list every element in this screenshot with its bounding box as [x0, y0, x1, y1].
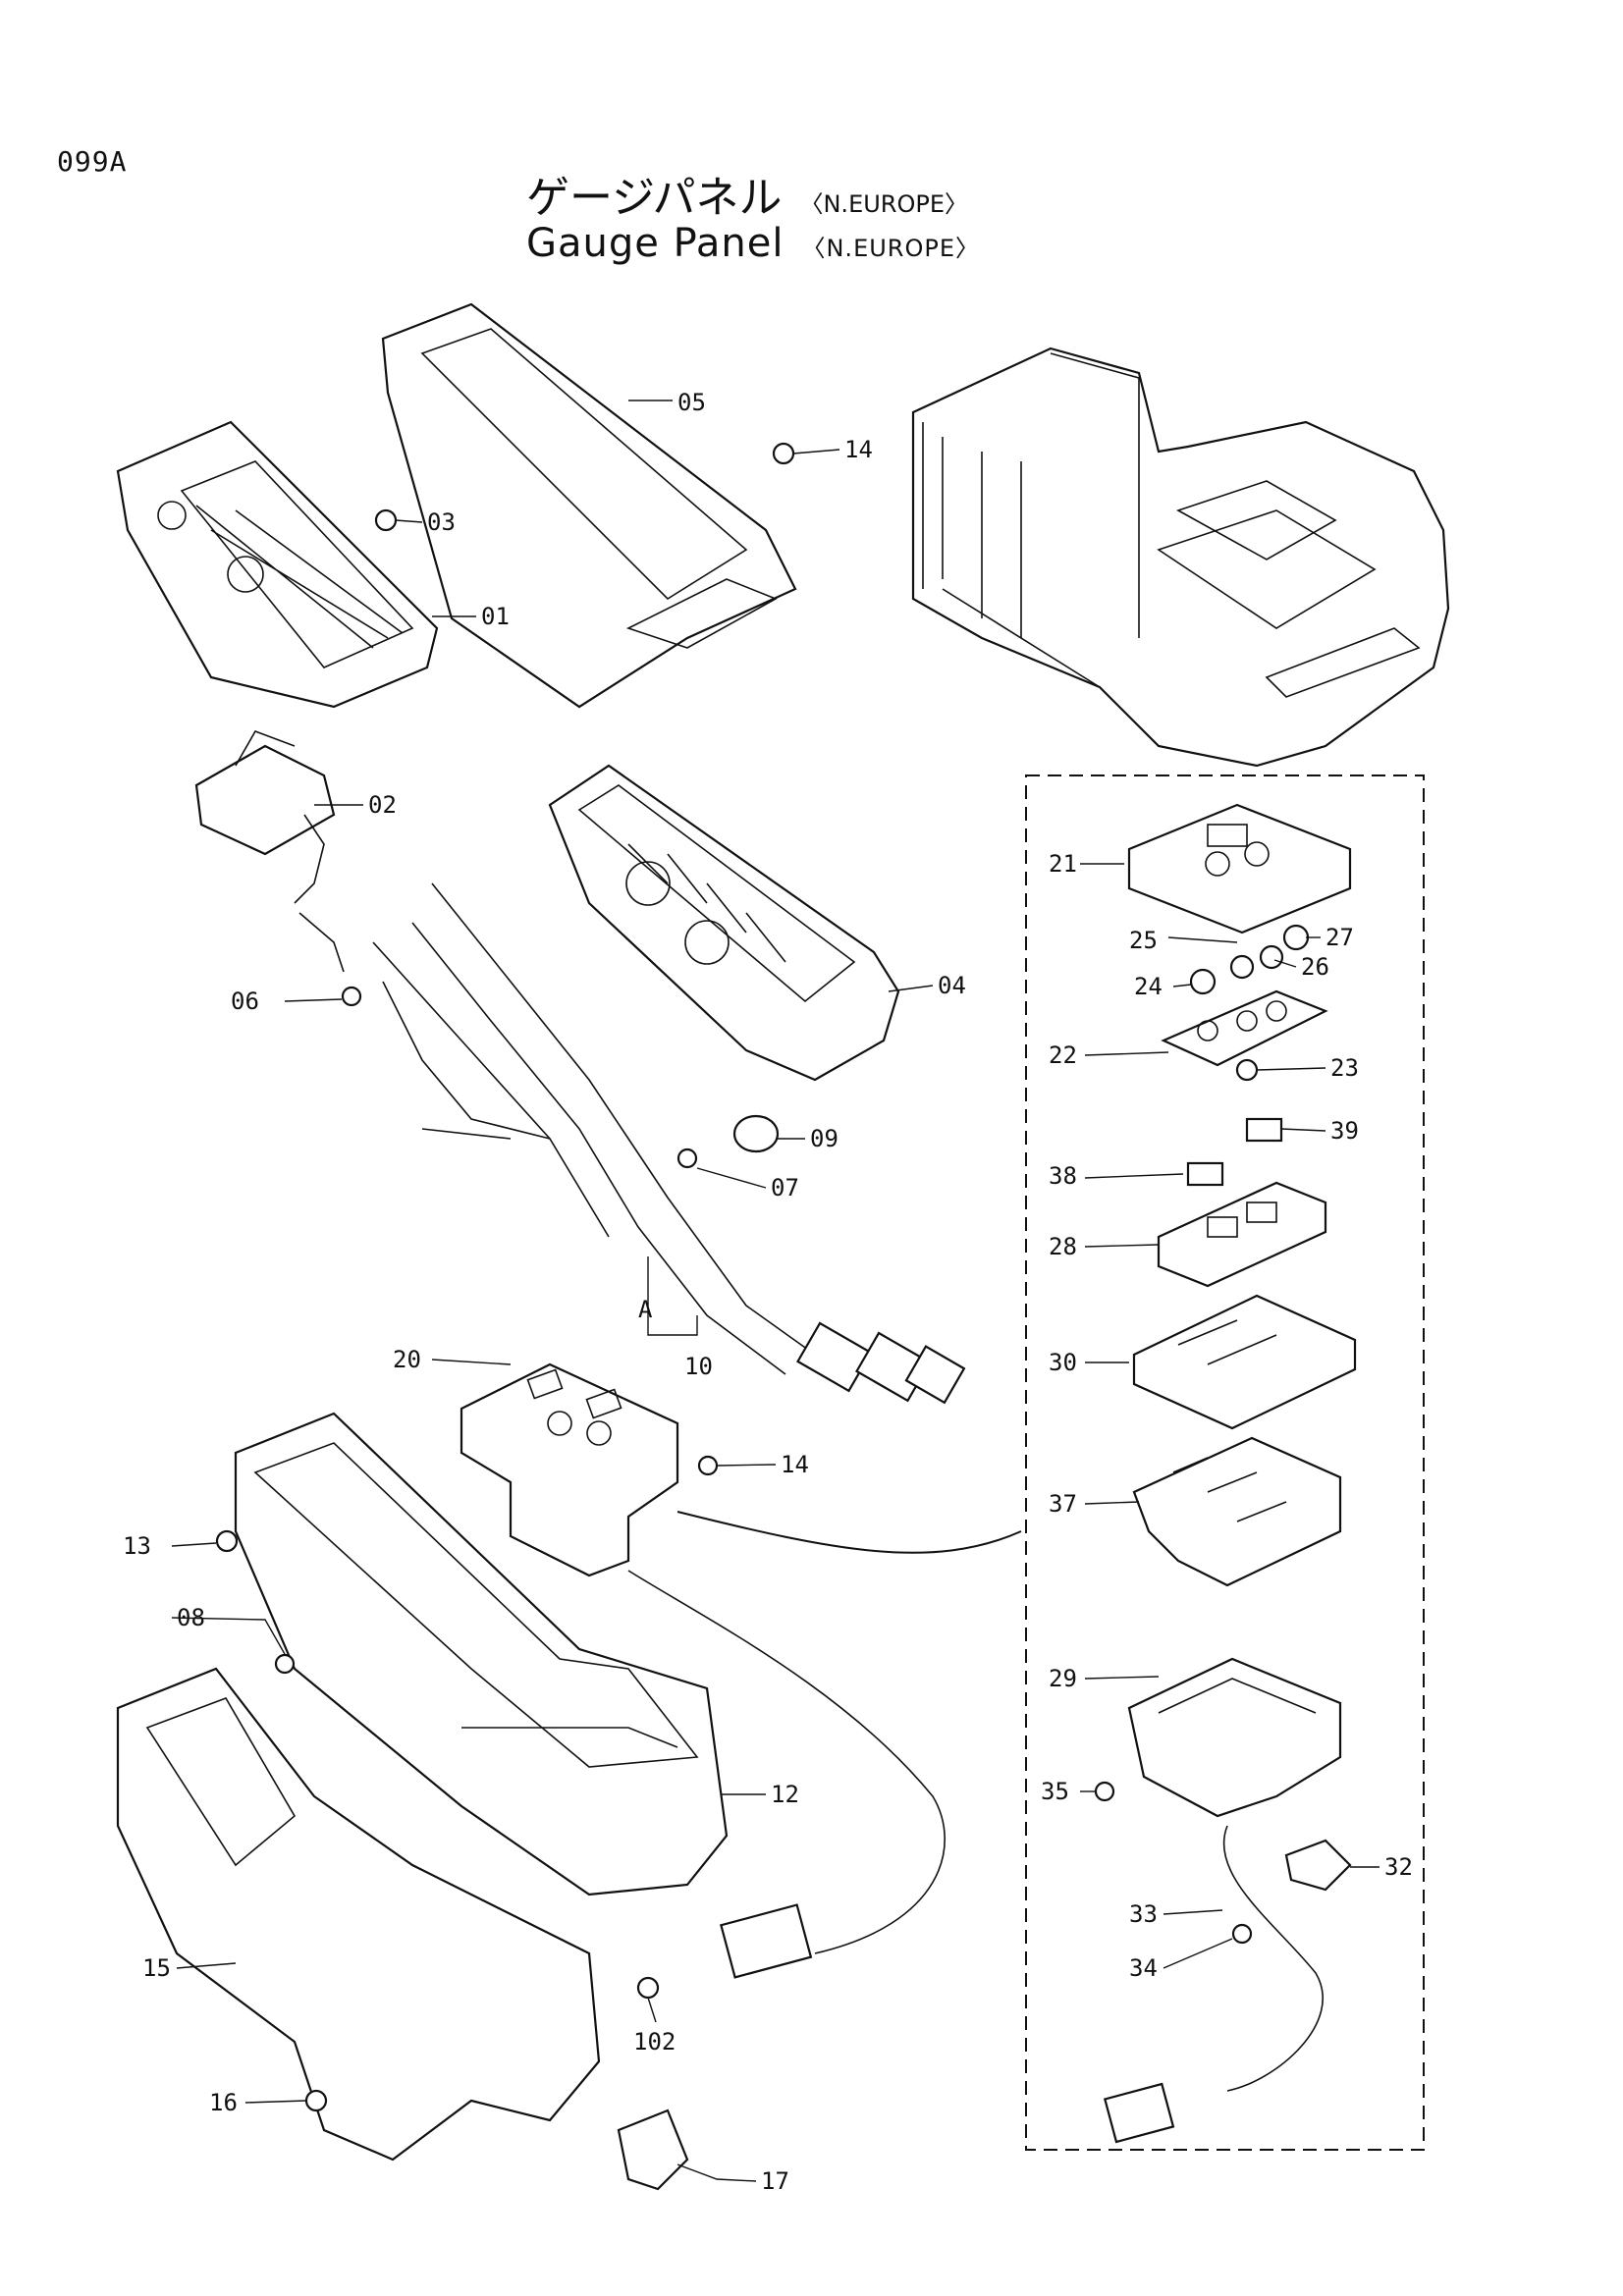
- connecting-cable: [676, 1511, 1022, 1554]
- part-23-lamp: [1235, 1058, 1259, 1082]
- part-26-knob: [1259, 944, 1284, 970]
- callout-39: 39: [1330, 1117, 1359, 1145]
- callout-17: 17: [761, 2167, 789, 2195]
- part-12-console-frame: [234, 1412, 729, 1896]
- callout-28: 28: [1049, 1233, 1077, 1260]
- callout-32: 32: [1384, 1853, 1413, 1881]
- callout-30: 30: [1049, 1349, 1077, 1376]
- part-28-keypad: [1157, 1181, 1327, 1288]
- part-16-screw: [304, 2089, 328, 2112]
- callout-10: 10: [684, 1353, 713, 1380]
- part-102-screw: [636, 1976, 660, 2000]
- callout-03: 03: [427, 508, 456, 536]
- part-01-cover-panel: [116, 420, 439, 709]
- part-05-long-cover: [381, 302, 797, 709]
- connector-plug: [720, 1903, 813, 1979]
- callout-33: 33: [1129, 1900, 1158, 1928]
- part-37-module: [1132, 1436, 1342, 1587]
- callout-07: 07: [771, 1174, 799, 1201]
- title-en-text: Gauge Panel: [526, 221, 784, 266]
- callout-34: 34: [1129, 1954, 1158, 1982]
- part-35-screw: [1094, 1781, 1115, 1802]
- part-13-screw: [215, 1529, 239, 1553]
- callout-09: 09: [810, 1125, 839, 1152]
- callout-37: 37: [1049, 1490, 1077, 1518]
- callout-29: 29: [1049, 1665, 1077, 1692]
- callout-21: 21: [1049, 850, 1077, 878]
- callout-14-upper: 14: [844, 436, 873, 463]
- cable-loom: [627, 1570, 946, 1954]
- leader-lines: [171, 400, 1380, 2182]
- callout-27: 27: [1325, 924, 1354, 951]
- title-english: Gauge Panel 〈N.EUROPE〉: [526, 221, 980, 266]
- callout-102: 102: [633, 2028, 676, 2056]
- part-39-button: [1245, 1117, 1283, 1143]
- part-07-screw: [676, 1148, 698, 1169]
- part-10-harness: [372, 882, 966, 1405]
- callout-38: 38: [1049, 1162, 1077, 1190]
- part-09-cap: [732, 1114, 780, 1153]
- part-29-base: [1127, 1657, 1342, 1818]
- detail-cable: [1222, 1825, 1324, 2092]
- callout-20: 20: [393, 1346, 421, 1373]
- callout-16: 16: [209, 2089, 238, 2116]
- title-jp-text: ゲージパネル: [526, 173, 783, 223]
- part-14-screw-lower: [697, 1455, 719, 1476]
- part-15-lower-cover: [116, 1667, 601, 2162]
- callout-24: 24: [1134, 973, 1163, 1000]
- callout-01: 01: [481, 603, 510, 630]
- detail-connector-plug: [1103, 2082, 1175, 2144]
- callout-ref-a: A: [638, 1296, 653, 1323]
- callout-22: 22: [1049, 1041, 1077, 1069]
- callout-15: 15: [142, 1954, 171, 1982]
- region-tag: 〈N.EUROPE〉: [799, 190, 968, 218]
- part-02-switch: [194, 730, 345, 973]
- callout-14-lower: 14: [781, 1451, 809, 1478]
- part-03-screw: [374, 508, 398, 532]
- callout-26: 26: [1301, 953, 1329, 981]
- part-14-screw: [772, 442, 795, 465]
- region-tag: 〈N.EUROPE〉: [801, 235, 980, 262]
- callout-05: 05: [677, 389, 706, 416]
- part-20-controller: [460, 1362, 679, 1577]
- callout-02: 02: [368, 791, 397, 819]
- excavator-illustration: [911, 347, 1450, 768]
- part-04-gauge-housing: [548, 764, 900, 1082]
- part-22-circuit-board: [1161, 989, 1328, 1067]
- part-32-connector: [1284, 1839, 1352, 1892]
- callout-23: 23: [1330, 1054, 1359, 1082]
- part-17-clip: [617, 2109, 689, 2191]
- part-21-cover: [1127, 803, 1352, 934]
- callout-08: 08: [177, 1604, 205, 1631]
- callout-12: 12: [771, 1781, 799, 1808]
- part-34-screw: [1231, 1923, 1253, 1945]
- page-code: 099A: [57, 145, 128, 178]
- detail-box-outline: [1025, 774, 1425, 2151]
- part-06-screw: [341, 986, 362, 1007]
- callout-04: 04: [938, 972, 966, 999]
- part-08-screw: [274, 1653, 296, 1675]
- part-38-button: [1186, 1161, 1224, 1187]
- callout-25: 25: [1129, 927, 1158, 954]
- part-30-pcb: [1132, 1294, 1357, 1430]
- title-japanese: ゲージパネル 〈N.EUROPE〉: [526, 162, 968, 225]
- callout-13: 13: [123, 1532, 151, 1560]
- part-25-knob: [1229, 954, 1255, 980]
- callout-35: 35: [1041, 1778, 1069, 1805]
- callout-06: 06: [231, 988, 259, 1015]
- part-27-knob: [1282, 924, 1310, 951]
- part-24-knob: [1189, 968, 1217, 995]
